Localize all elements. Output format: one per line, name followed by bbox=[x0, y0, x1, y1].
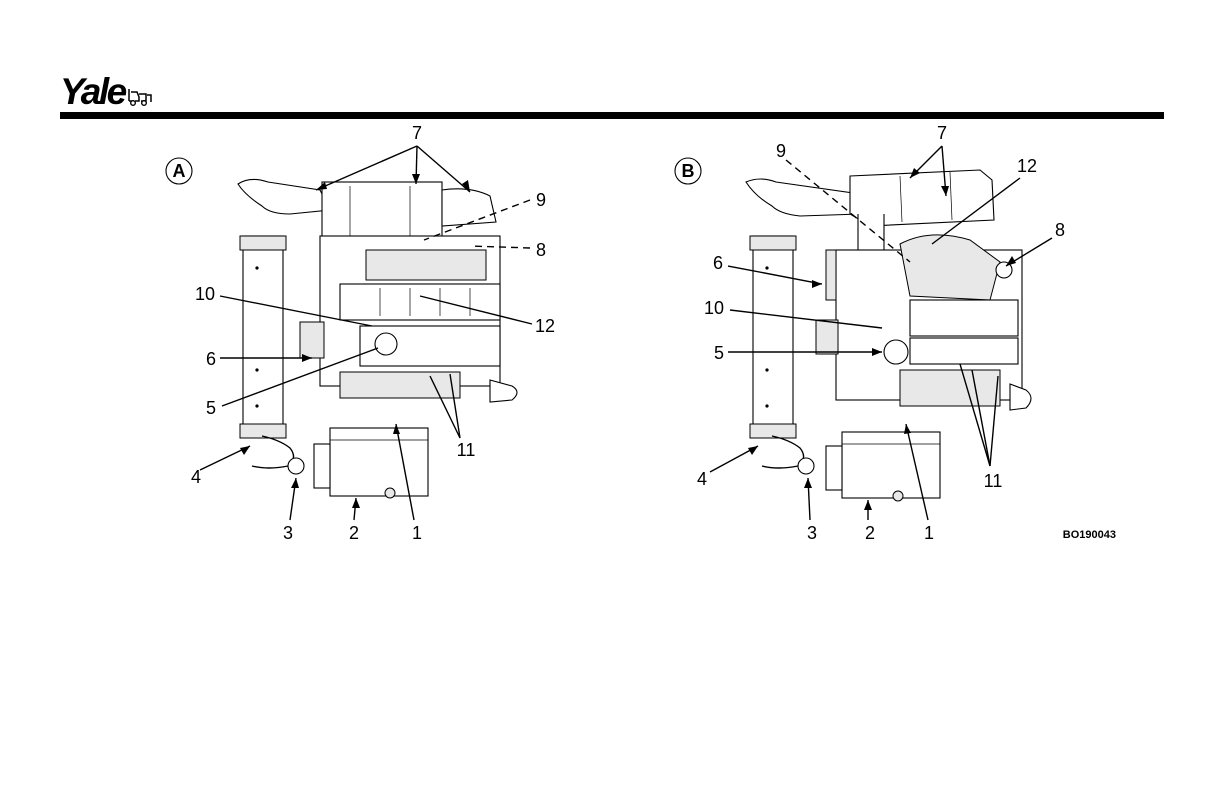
callout-a-11: 11 bbox=[457, 440, 476, 460]
callout-a-5: 5 bbox=[206, 398, 216, 418]
radiator-b bbox=[753, 236, 793, 432]
callout-b-3: 3 bbox=[807, 523, 817, 543]
callout-b-8: 8 bbox=[1055, 220, 1065, 240]
callout-b-12: 12 bbox=[1017, 156, 1037, 176]
callout-b-2: 2 bbox=[865, 523, 875, 543]
callout-a-4: 4 bbox=[191, 467, 201, 487]
callout-a-8: 8 bbox=[536, 240, 546, 260]
fan-a bbox=[300, 322, 324, 358]
callout-b-1: 1 bbox=[924, 523, 934, 543]
tank-a bbox=[330, 428, 428, 496]
figure-id: BO190043 bbox=[1063, 529, 1116, 541]
panel-b-illustration: B bbox=[675, 146, 1052, 520]
tank-b bbox=[842, 432, 940, 498]
callout-b-10: 10 bbox=[704, 298, 724, 318]
radiator-a bbox=[243, 236, 283, 432]
callout-a-10: 10 bbox=[195, 284, 215, 304]
callout-b-6: 6 bbox=[713, 253, 723, 273]
callout-b-7: 7 bbox=[937, 123, 947, 143]
callout-b-4: 4 bbox=[697, 469, 707, 489]
callout-a-1: 1 bbox=[412, 523, 422, 543]
panel-b-label: B bbox=[682, 161, 695, 181]
callout-a-6: 6 bbox=[206, 349, 216, 369]
callout-a-3: 3 bbox=[283, 523, 293, 543]
panel-a-illustration: A bbox=[166, 146, 532, 520]
callout-a-7: 7 bbox=[412, 123, 422, 143]
callout-b-9: 9 bbox=[776, 141, 786, 161]
air-cleaner-a bbox=[322, 182, 442, 240]
callout-a-2: 2 bbox=[349, 523, 359, 543]
callout-b-11: 11 bbox=[984, 471, 1003, 491]
fan-b bbox=[816, 320, 838, 354]
callout-b-5: 5 bbox=[714, 343, 724, 363]
callout-a-12: 12 bbox=[535, 316, 555, 336]
panel-a-label: A bbox=[173, 161, 186, 181]
callout-a-9: 9 bbox=[536, 190, 546, 210]
